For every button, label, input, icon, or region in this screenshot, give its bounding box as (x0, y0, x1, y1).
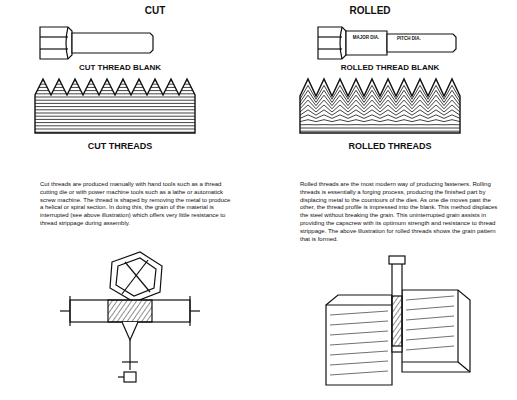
rolled-threads-section (300, 79, 460, 133)
heading: CUT (120, 4, 190, 17)
cut-threads-section (35, 79, 195, 133)
dimension-label: PITCH DIA. (393, 37, 425, 42)
body-paragraph: Rolled threads are the most modern way o… (300, 181, 502, 243)
figure-label: CUT THREADS (50, 141, 190, 153)
heading: ROLLED (330, 4, 410, 17)
figure-label: CUT THREAD BLANK (50, 63, 190, 73)
cut-blank-bolt (40, 27, 153, 59)
rolling-dies-illustration (326, 256, 470, 385)
dimension-label: MAJOR DIA. (349, 36, 383, 41)
figure-label: ROLLED THREADS (305, 141, 475, 153)
figure-label: ROLLED THREAD BLANK (305, 63, 475, 73)
rolled-blank-bolt (318, 27, 456, 59)
cutting-die-illustration (60, 252, 200, 382)
body-paragraph: Cut threads are produced manually with h… (40, 181, 232, 228)
